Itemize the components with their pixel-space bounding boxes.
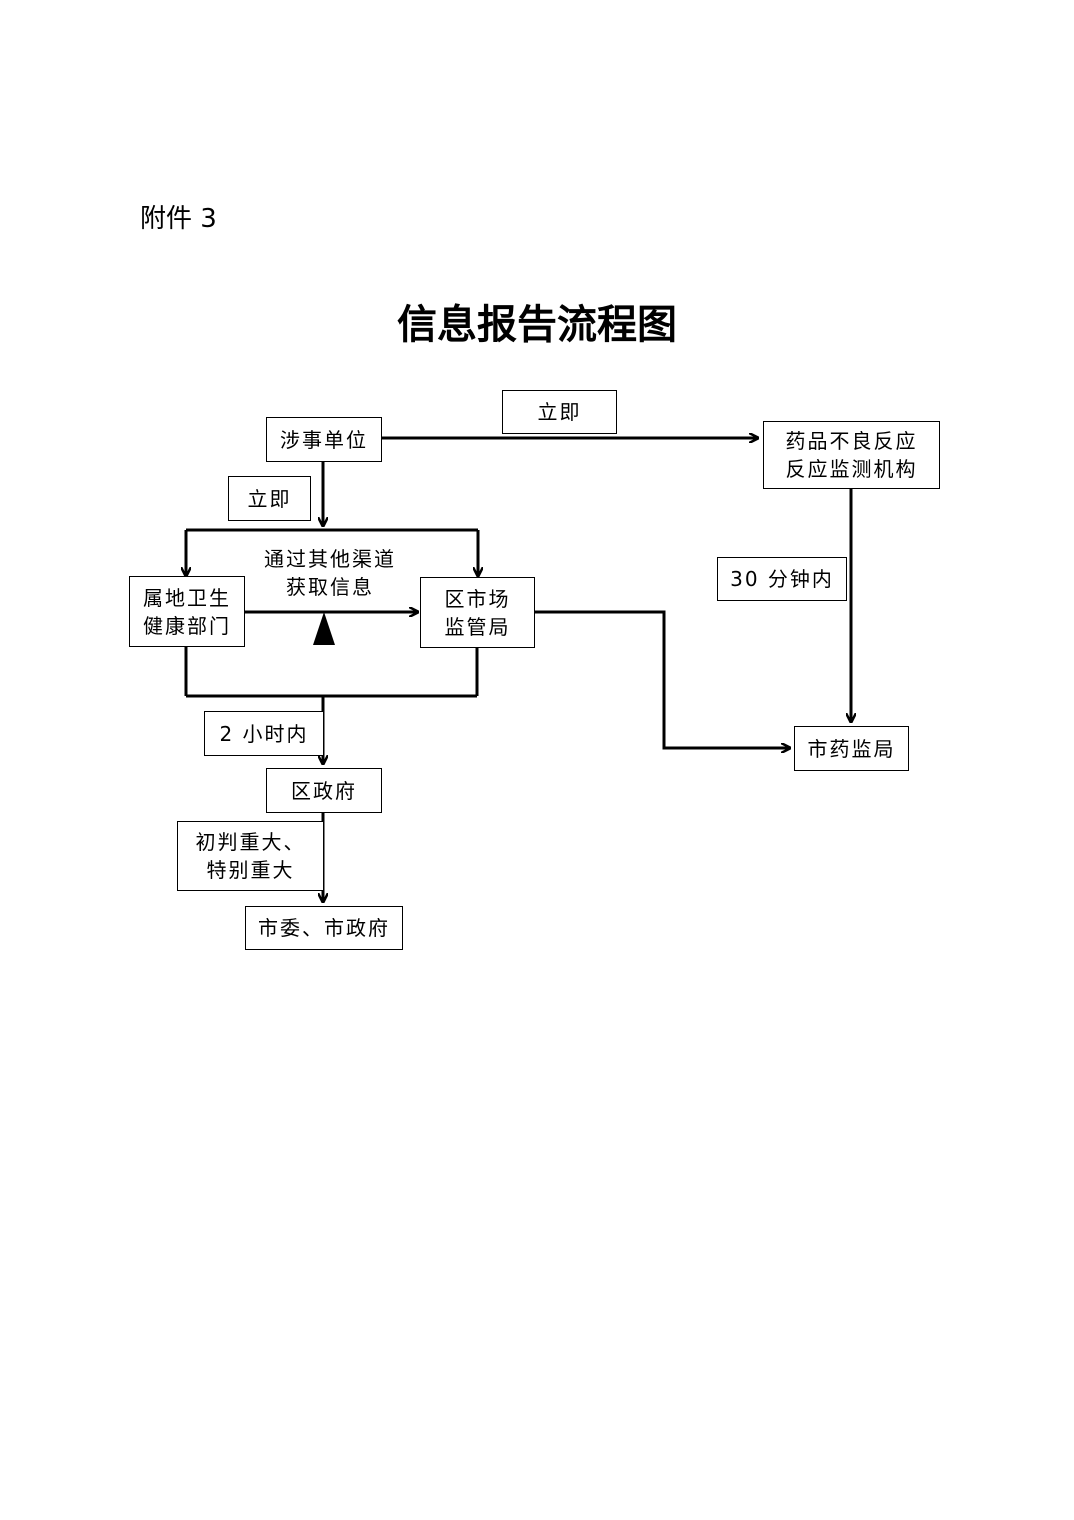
label-immediate-top: 立即	[502, 390, 617, 434]
node-city-drug-bureau-text: 市药监局	[807, 736, 896, 761]
node-district-market-line2: 监管局	[444, 614, 511, 639]
label-major-line2: 特别重大	[206, 858, 295, 882]
node-health-dept: 属地卫生 健康部门	[129, 576, 245, 647]
label-other-channels-line2: 获取信息	[286, 575, 374, 599]
page-title: 信息报告流程图	[397, 301, 677, 348]
node-city-gov: 市委、市政府	[245, 906, 403, 950]
node-adr-monitor-line1: 药品不良反应	[785, 429, 918, 453]
triangle-marker	[313, 612, 335, 645]
label-immediate-top-text: 立即	[537, 400, 582, 424]
label-major-line1: 初判重大、	[195, 830, 306, 854]
node-adr-monitor-line2: 反应监测机构	[785, 457, 918, 481]
node-reporting-unit: 涉事单位	[266, 417, 382, 462]
label-major: 初判重大、 特别重大	[177, 821, 324, 891]
node-health-dept-line2: 健康部门	[143, 613, 231, 638]
label-immediate-left: 立即	[228, 476, 311, 521]
node-city-gov-text: 市委、市政府	[258, 916, 390, 940]
label-within-30min: 30 分钟内	[717, 557, 847, 601]
node-city-drug-bureau: 市药监局	[794, 726, 909, 771]
label-other-channels: 通过其他渠道 获取信息	[250, 545, 410, 601]
label-immediate-left-text: 立即	[247, 486, 292, 511]
label-within-30min-text: 30 分钟内	[730, 567, 834, 591]
label-within-2h: 2 小时内	[204, 711, 324, 756]
edge-market-to-city-bureau	[535, 610, 790, 748]
node-district-market-bureau: 区市场 监管局	[420, 577, 535, 648]
label-other-channels-line1: 通过其他渠道	[264, 547, 396, 571]
node-district-market-line1: 区市场	[444, 586, 511, 611]
node-adr-monitor: 药品不良反应 反应监测机构	[763, 421, 940, 489]
node-reporting-unit-text: 涉事单位	[280, 427, 368, 452]
node-district-gov: 区政府	[266, 768, 382, 813]
node-health-dept-line1: 属地卫生	[143, 585, 231, 610]
label-within-2h-text: 2 小时内	[219, 721, 309, 746]
node-district-gov-text: 区政府	[291, 778, 357, 803]
attachment-label: 附件 3	[140, 204, 217, 234]
